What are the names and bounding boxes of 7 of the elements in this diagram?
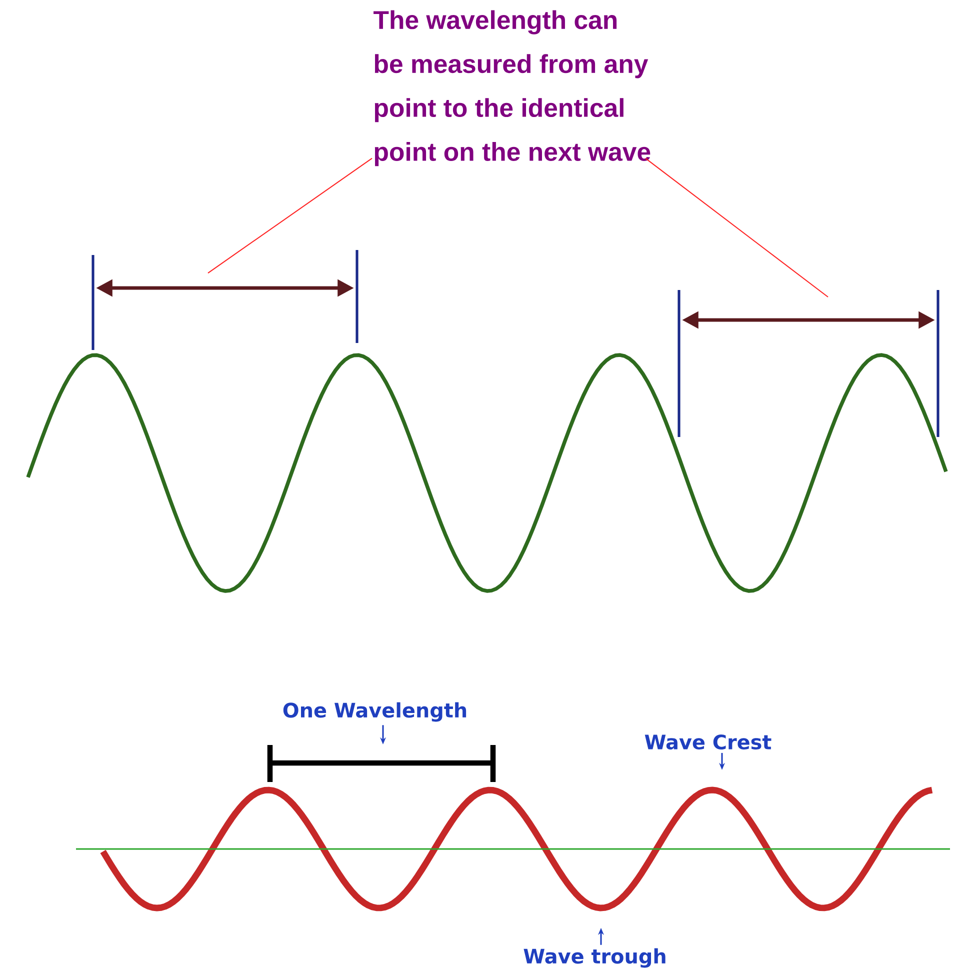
leader-line [208,158,372,274]
bracket [267,742,496,785]
wave-label: One Wavelength [283,702,466,722]
callout-text: The wavelength can be measured from any point to the identical point on the next wave [374,10,650,166]
leader-line [645,158,828,298]
wave-label: Wave trough [524,948,666,968]
wave-label: Wave Crest [644,734,772,750]
